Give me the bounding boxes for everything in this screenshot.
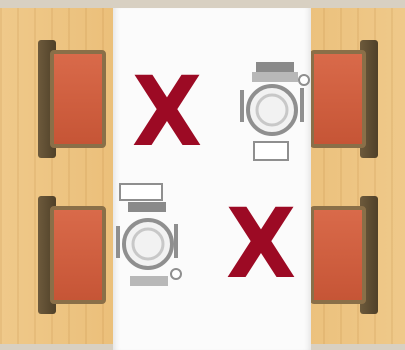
- napkin-icon: [254, 142, 288, 160]
- chair-cushion: [310, 50, 366, 148]
- glass-icon: [299, 75, 309, 85]
- chair-cushion: [310, 206, 366, 304]
- knife-icon: [300, 88, 304, 122]
- napkin-icon: [120, 184, 162, 200]
- chair-icon[interactable]: [38, 196, 104, 314]
- setting-top-tray: [256, 62, 294, 72]
- glass-icon: [171, 269, 181, 279]
- place-setting-icon[interactable]: [234, 60, 314, 170]
- seat-unavailable-x-mark[interactable]: X: [132, 64, 202, 160]
- plate-icon: [248, 86, 296, 134]
- top-frame: [0, 0, 405, 8]
- fork-icon: [116, 226, 120, 258]
- setting-top-tray: [128, 202, 166, 212]
- chair-cushion: [50, 206, 106, 304]
- plate-icon: [124, 220, 172, 268]
- fork-icon: [240, 90, 244, 122]
- chair-icon[interactable]: [312, 196, 378, 314]
- knife-icon: [174, 224, 178, 258]
- chair-icon[interactable]: [312, 40, 378, 158]
- place-setting-icon[interactable]: [112, 182, 192, 292]
- seat-unavailable-x-mark[interactable]: X: [226, 196, 296, 292]
- setting-top-tray-shadow: [252, 72, 298, 82]
- chair-cushion: [50, 50, 106, 148]
- setting-bottom-tray: [130, 276, 168, 286]
- chair-icon[interactable]: [38, 40, 104, 158]
